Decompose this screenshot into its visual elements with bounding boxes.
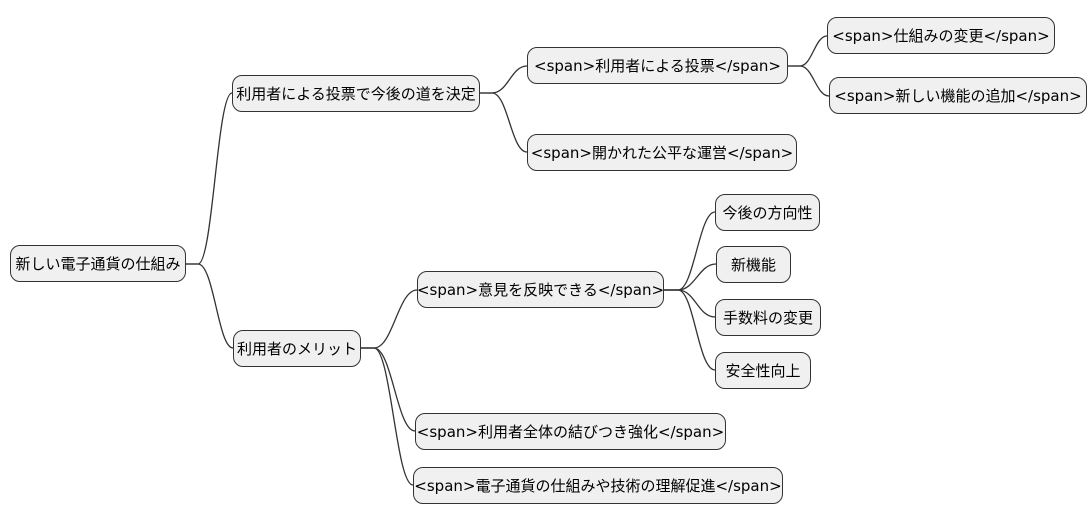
node-understanding-label: <span>電子通貨の仕組みや技術の理解促進</span> xyxy=(414,477,782,495)
edge-user-voting-system-change xyxy=(788,35,828,67)
edge-reflect-opinion-fee-change xyxy=(664,289,716,318)
edge-reflect-opinion-future-direction xyxy=(664,211,716,291)
edge-user-voting-new-feature-add xyxy=(788,65,830,97)
edge-user-merit-reflect-opinion xyxy=(360,289,418,349)
node-safety-improve[interactable]: 安全性向上 xyxy=(715,352,811,389)
node-community-bond-label: <span>利用者全体の結びつき強化</span> xyxy=(416,423,725,441)
node-user-voting-label: <span>利用者による投票</span> xyxy=(534,57,781,75)
node-new-feature-add[interactable]: <span>新しい機能の追加</span> xyxy=(829,77,1087,114)
edge-user-merit-community-bond xyxy=(360,347,416,432)
node-reflect-opinion-label: <span>意見を反映できる</span> xyxy=(416,281,665,299)
node-reflect-opinion[interactable]: <span>意見を反映できる</span> xyxy=(417,271,664,308)
node-root-label: 新しい電子通貨の仕組み xyxy=(15,255,181,273)
node-root[interactable]: 新しい電子通貨の仕組み xyxy=(10,245,186,282)
node-system-change[interactable]: <span>仕組みの変更</span> xyxy=(827,17,1055,54)
edge-reflect-opinion-safety-improve xyxy=(664,289,716,371)
node-future-direction-label: 今後の方向性 xyxy=(722,204,813,222)
edge-voting-path-fair-operation xyxy=(480,92,528,153)
node-future-direction[interactable]: 今後の方向性 xyxy=(715,194,820,231)
edge-voting-path-user-voting xyxy=(480,65,528,94)
node-new-function-label: 新機能 xyxy=(730,256,776,274)
node-safety-improve-label: 安全性向上 xyxy=(725,362,801,380)
node-user-voting[interactable]: <span>利用者による投票</span> xyxy=(527,47,788,84)
edge-reflect-opinion-new-function xyxy=(664,263,717,291)
node-new-function[interactable]: 新機能 xyxy=(716,246,791,283)
node-fair-operation-label: <span>開かれた公平な運営</span> xyxy=(530,144,794,162)
node-voting-path[interactable]: 利用者による投票で今後の道を決定 xyxy=(232,75,480,112)
node-system-change-label: <span>仕組みの変更</span> xyxy=(832,27,1050,45)
node-new-feature-add-label: <span>新しい機能の追加</span> xyxy=(834,87,1082,105)
node-fee-change-label: 手数料の変更 xyxy=(722,309,813,327)
edge-root-voting-path xyxy=(186,92,233,265)
node-fair-operation[interactable]: <span>開かれた公平な運営</span> xyxy=(527,134,797,171)
edge-root-user-merit xyxy=(186,263,234,349)
node-user-merit-label: 利用者のメリット xyxy=(237,340,358,358)
node-community-bond[interactable]: <span>利用者全体の結びつき強化</span> xyxy=(415,413,726,450)
node-voting-path-label: 利用者による投票で今後の道を決定 xyxy=(236,85,476,103)
edge-user-merit-understanding xyxy=(360,347,414,486)
node-user-merit[interactable]: 利用者のメリット xyxy=(233,330,361,367)
node-understanding[interactable]: <span>電子通貨の仕組みや技術の理解促進</span> xyxy=(413,467,783,504)
node-fee-change[interactable]: 手数料の変更 xyxy=(715,299,821,336)
